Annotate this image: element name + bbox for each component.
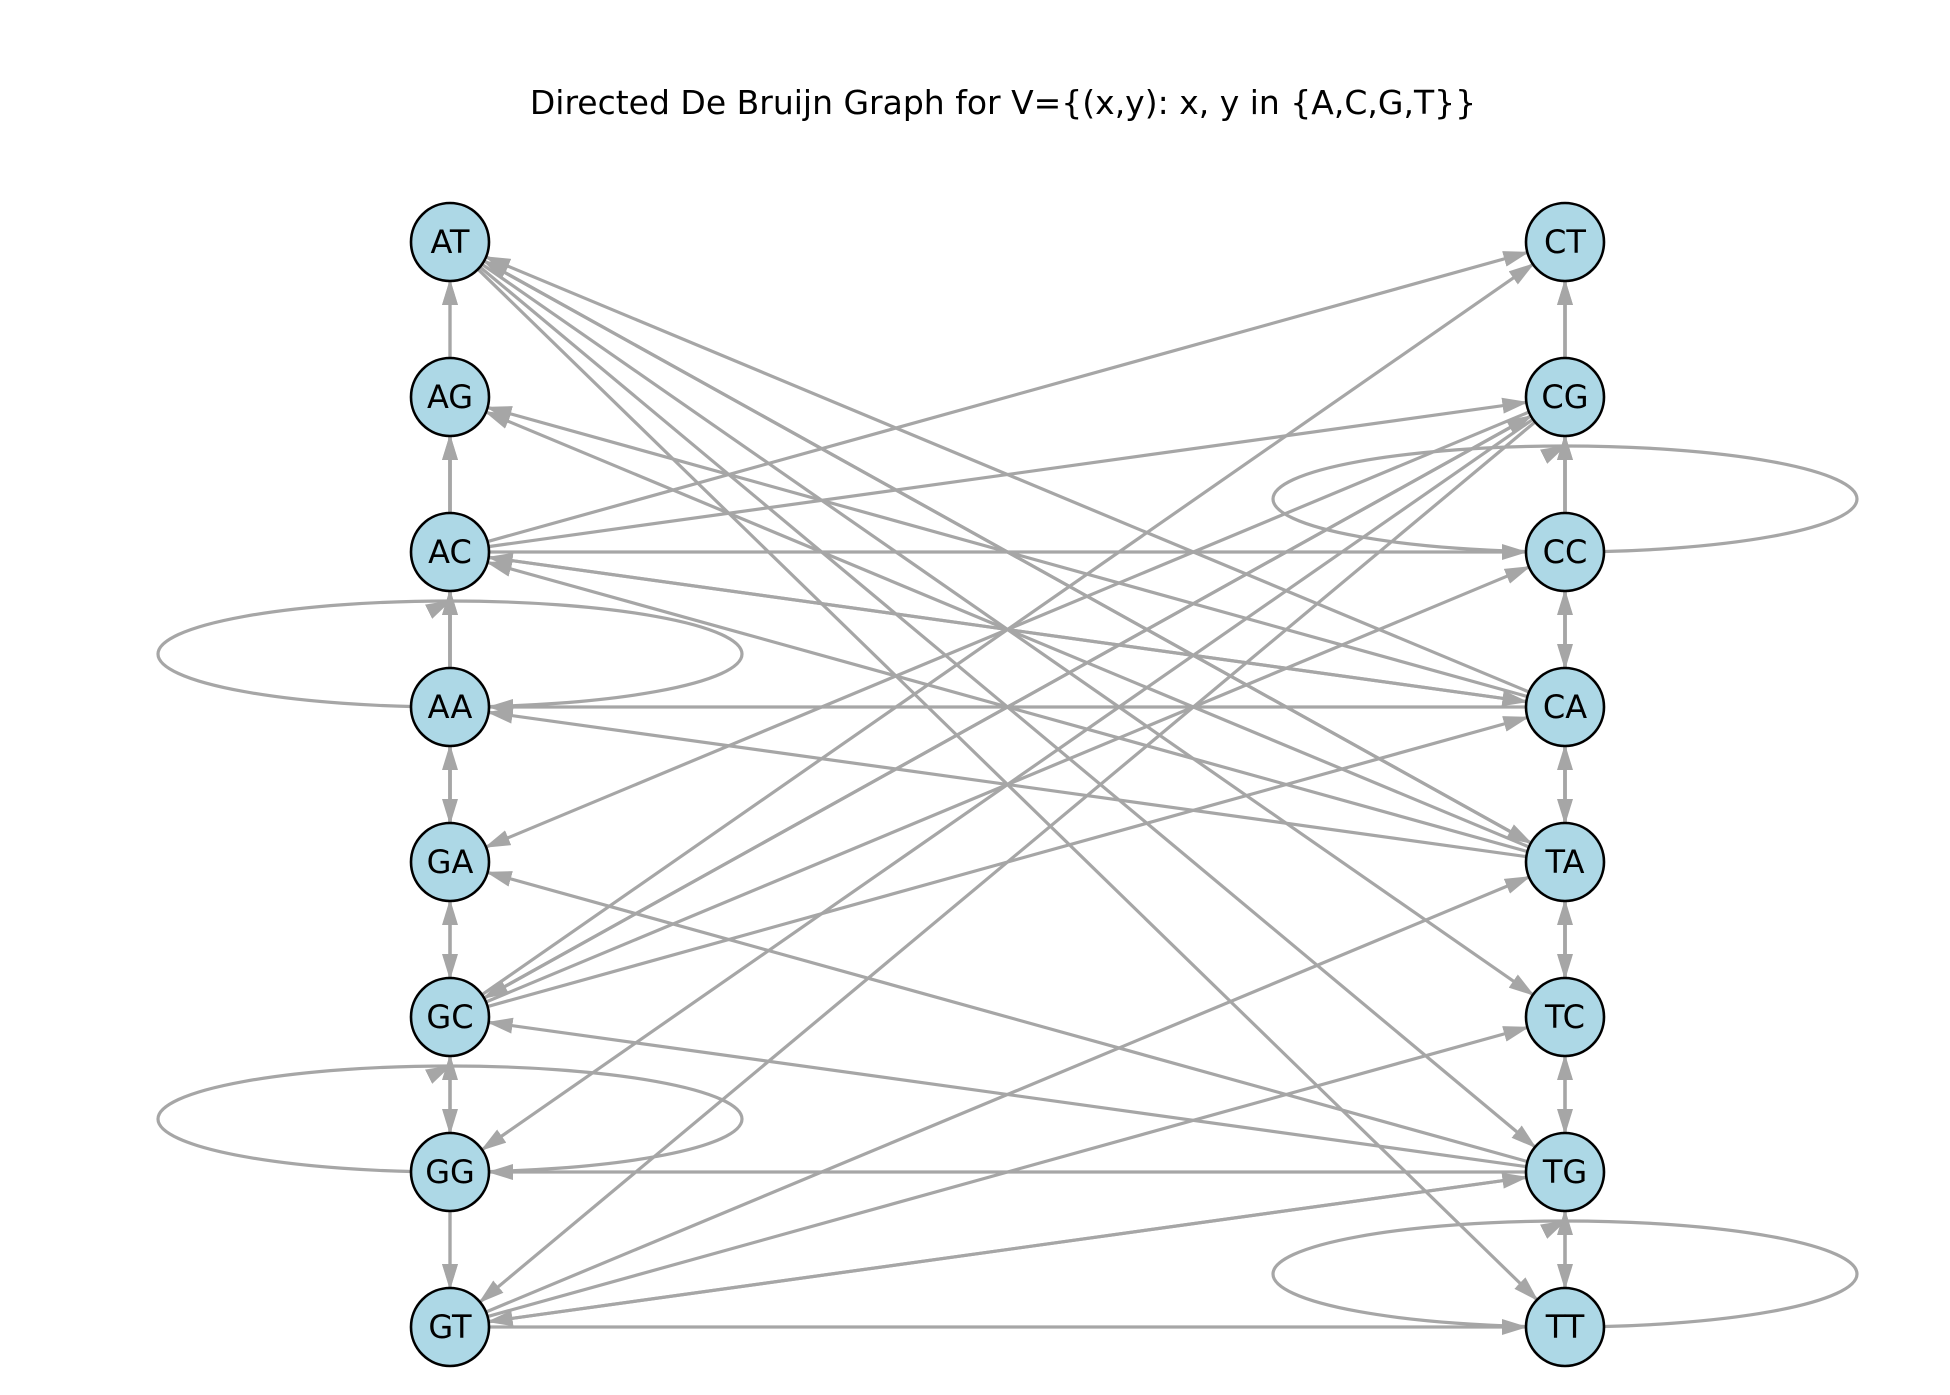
nodes-layer: AT AG AC AA GA GC GG GT CT CG CC CA TA TC TG TT [409,201,1606,1368]
node-circle [409,511,491,593]
node-TA: TA [1524,821,1606,903]
edge-loop-arrow-GG [424,1064,452,1084]
node-label: CC [1543,533,1588,571]
node-label: GG [425,1153,475,1191]
node-circle [1524,666,1606,748]
node-circle [1524,821,1606,903]
node-GT: GT [409,1286,491,1368]
node-circle [1524,356,1606,438]
node-circle [1524,201,1606,283]
graph-title: Directed De Bruijn Graph for V={(x,y): x… [530,83,1476,122]
edge-GC-CA [487,715,1530,1009]
node-AA: AA [409,666,491,748]
node-CA: CA [1524,666,1606,748]
node-label: CG [1541,378,1588,416]
edge-TA-AA [486,707,1527,859]
node-label: TC [1544,998,1585,1036]
node-GA: GA [409,821,491,903]
node-CT: CT [1524,201,1606,283]
node-label: TT [1545,1308,1585,1346]
node-label: GA [427,843,474,881]
edge-TA-AT [482,259,1532,845]
node-TG: TG [1524,1131,1606,1213]
node-label: AA [428,688,473,726]
node-GC: GC [409,976,491,1058]
edge-TA-AG [484,410,1530,849]
edge-TG-GC [486,1017,1527,1169]
node-label: GT [428,1308,472,1346]
node-label: TG [1542,1153,1587,1191]
node-AC: AC [409,511,491,593]
node-CG: CG [1524,356,1606,438]
node-circle [1524,976,1606,1058]
node-circle [409,1131,491,1213]
edge-AC-CT [487,250,1530,544]
edge-loop-arrow-TT [1539,1219,1567,1239]
node-label: AT [431,223,470,261]
node-circle [1524,511,1606,593]
node-label: TA [1545,843,1585,881]
node-label: CA [1543,688,1587,726]
node-circle [409,666,491,748]
node-label: CT [1544,223,1586,261]
node-circle [1524,1286,1606,1368]
node-TC: TC [1524,976,1606,1058]
node-AG: AG [409,356,491,438]
node-label: AC [428,533,472,571]
node-circle [409,201,491,283]
node-circle [409,356,491,438]
edge-TG-GA [485,870,1528,1164]
node-circle [1524,1131,1606,1213]
node-CC: CC [1524,511,1606,593]
node-TT: TT [1524,1286,1606,1368]
node-circle [409,821,491,903]
node-AT: AT [409,201,491,283]
edge-TG-GT [486,1175,1527,1327]
edge-TA-AC [485,560,1528,854]
node-circle [409,976,491,1058]
node-GG: GG [409,1131,491,1213]
node-label: AG [427,378,473,416]
node-label: GC [426,998,473,1036]
node-circle [409,1286,491,1368]
edge-CA-AT [484,255,1530,694]
